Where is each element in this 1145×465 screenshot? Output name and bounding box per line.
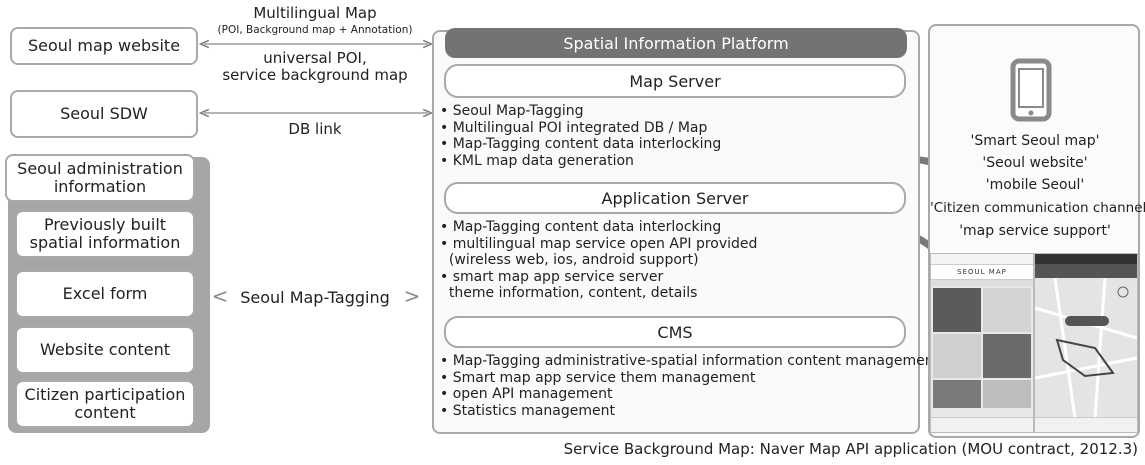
mobile-line-1: 'Smart Seoul map' <box>970 133 1100 149</box>
map-server-bullets: • Seoul Map-Tagging • Multilingual POI i… <box>440 103 721 169</box>
application-server-header: Application Server <box>444 182 906 214</box>
universal-poi-line2: service background map <box>222 66 408 84</box>
source-spatial-info: Previously built spatial information <box>15 210 195 258</box>
app-screenshot-map <box>1034 253 1138 433</box>
bullet-item: • open API management <box>440 386 613 403</box>
db-link-label: DB link <box>288 120 342 138</box>
mobile-line-3: 'mobile Seoul' <box>985 177 1085 193</box>
mobile-line-5: 'map service support' <box>959 223 1111 239</box>
bullet-item: • KML map data generation <box>440 152 634 169</box>
multilingual-map-subtitle: (POI, Background map + Annotation) <box>217 24 413 36</box>
source-excel-form: Excel form <box>15 270 195 318</box>
source-website-content: Website content <box>15 326 195 374</box>
seoul-map-website-box: Seoul map website <box>10 27 198 65</box>
bullet-item: (wireless web, ios, android support) <box>448 252 699 269</box>
universal-poi-line1: universal POI, <box>263 49 367 67</box>
app-server-bullets: • Map-Tagging content data interlocking … <box>440 219 757 302</box>
footer-note: Service Background Map: Naver Map API ap… <box>563 440 1138 458</box>
smartphone-icon <box>1010 58 1052 122</box>
map-server-header: Map Server <box>444 64 906 98</box>
chevron-right-icon: > <box>403 284 421 308</box>
app-screenshot-list: SEOUL MAP <box>930 253 1034 433</box>
seoul-map-tagging-label: Seoul Map-Tagging <box>240 288 390 307</box>
bullet-item: • Map-Tagging administrative-spatial inf… <box>440 353 940 369</box>
bullet-item: • Multilingual POI integrated DB / Map <box>440 119 708 136</box>
cms-header: CMS <box>444 316 906 348</box>
seoul-sdw-label: Seoul SDW <box>60 103 148 123</box>
bullet-item: • Smart map app service them management <box>440 369 756 386</box>
bullet-item: • Map-Tagging content data interlocking <box>440 219 722 235</box>
source-admin-info: Seoul administration information <box>5 154 195 202</box>
bullet-item: theme information, content, details <box>448 285 698 302</box>
chevron-left-icon: < <box>211 284 229 308</box>
seoul-sdw-box: Seoul SDW <box>10 90 198 138</box>
bullet-item: • multilingual map service open API prov… <box>440 235 758 252</box>
source-citizen-content: Citizen participation content <box>15 380 195 428</box>
mobile-line-4: 'Citizen communication channel' <box>930 200 1145 216</box>
multilingual-map-title: Multilingual Map <box>253 4 377 22</box>
bullet-item: • Map-Tagging content data interlocking <box>440 136 722 153</box>
app-title: SEOUL MAP <box>957 268 1007 276</box>
cms-bullets: • Map-Tagging administrative-spatial inf… <box>440 353 939 419</box>
platform-title-bar: Spatial Information Platform <box>445 28 907 58</box>
bullet-item: • Statistics management <box>440 402 615 419</box>
bullet-item: • Seoul Map-Tagging <box>440 103 584 119</box>
mobile-line-2: 'Seoul website' <box>982 155 1088 171</box>
bullet-item: • smart map app service server <box>440 268 664 285</box>
seoul-map-website-label: Seoul map website <box>27 35 181 55</box>
